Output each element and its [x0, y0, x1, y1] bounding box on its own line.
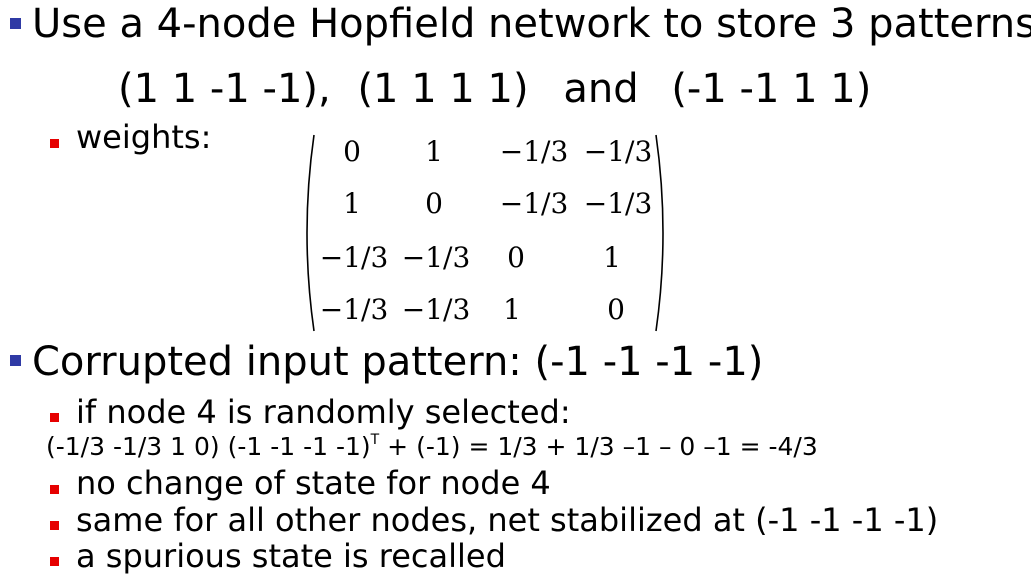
weight-matrix: 0 1 −1/3 −1/3 1 0 −1/3 −1/3 −1/3 −1/3 0 … — [298, 133, 672, 333]
matrix-cell: 1 — [425, 135, 443, 168]
weights-label: weights: — [76, 118, 212, 156]
matrix-cell: 1 — [343, 187, 361, 220]
sub-bullet-2: no change of state for node 4 — [76, 464, 551, 502]
sub-bullet-1: if node 4 is randomly selected: — [76, 393, 571, 431]
transpose-superscript: T — [370, 432, 380, 448]
matrix-cell: −1/3 — [401, 293, 471, 326]
matrix-cell: −1/3 — [401, 241, 471, 274]
matrix-cell: −1/3 — [583, 135, 653, 168]
matrix-cell: −1/3 — [583, 187, 653, 220]
bullet-square-icon — [50, 413, 59, 422]
bullet-square-icon — [50, 139, 59, 148]
pattern-1: (1 1 -1 -1), — [118, 66, 331, 112]
sub-bullet-4: a spurious state is recalled — [76, 537, 506, 575]
matrix-right-paren — [655, 134, 664, 332]
matrix-cell: −1/3 — [319, 241, 389, 274]
matrix-cell: 0 — [507, 241, 525, 274]
sub-bullet-3: same for all other nodes, net stabilized… — [76, 501, 939, 539]
heading-line-1: Use a 4-node Hopfield network to store 3… — [32, 1, 1031, 47]
matrix-cell: −1/3 — [499, 187, 569, 220]
bullet-square-icon — [50, 485, 59, 494]
heading-line-2: Corrupted input pattern: (-1 -1 -1 -1) — [32, 339, 764, 385]
matrix-cell: 1 — [503, 293, 521, 326]
matrix-left-paren — [306, 134, 315, 332]
matrix-cell: 0 — [425, 187, 443, 220]
bullet-square-icon — [10, 355, 21, 366]
pattern-2: (1 1 1 1) — [357, 66, 529, 112]
matrix-cell: 1 — [603, 241, 621, 274]
bullet-square-icon — [50, 557, 59, 566]
equation-line: (-1/3 -1/3 1 0) (-1 -1 -1 -1)T + (-1) = … — [46, 433, 818, 461]
matrix-cell: −1/3 — [499, 135, 569, 168]
equation-left: (-1/3 -1/3 1 0) (-1 -1 -1 -1) — [46, 432, 371, 461]
equation-right: + (-1) = 1/3 + 1/3 –1 – 0 –1 = -4/3 — [379, 432, 818, 461]
and-word: and — [563, 66, 639, 112]
matrix-cell: 0 — [607, 293, 625, 326]
patterns-line: (1 1 -1 -1), (1 1 1 1) and (-1 -1 1 1) — [118, 67, 871, 111]
pattern-3: (-1 -1 1 1) — [671, 66, 872, 112]
matrix-cell: 0 — [343, 135, 361, 168]
bullet-square-icon — [50, 521, 59, 530]
matrix-cell: −1/3 — [319, 293, 389, 326]
bullet-square-icon — [10, 18, 21, 29]
